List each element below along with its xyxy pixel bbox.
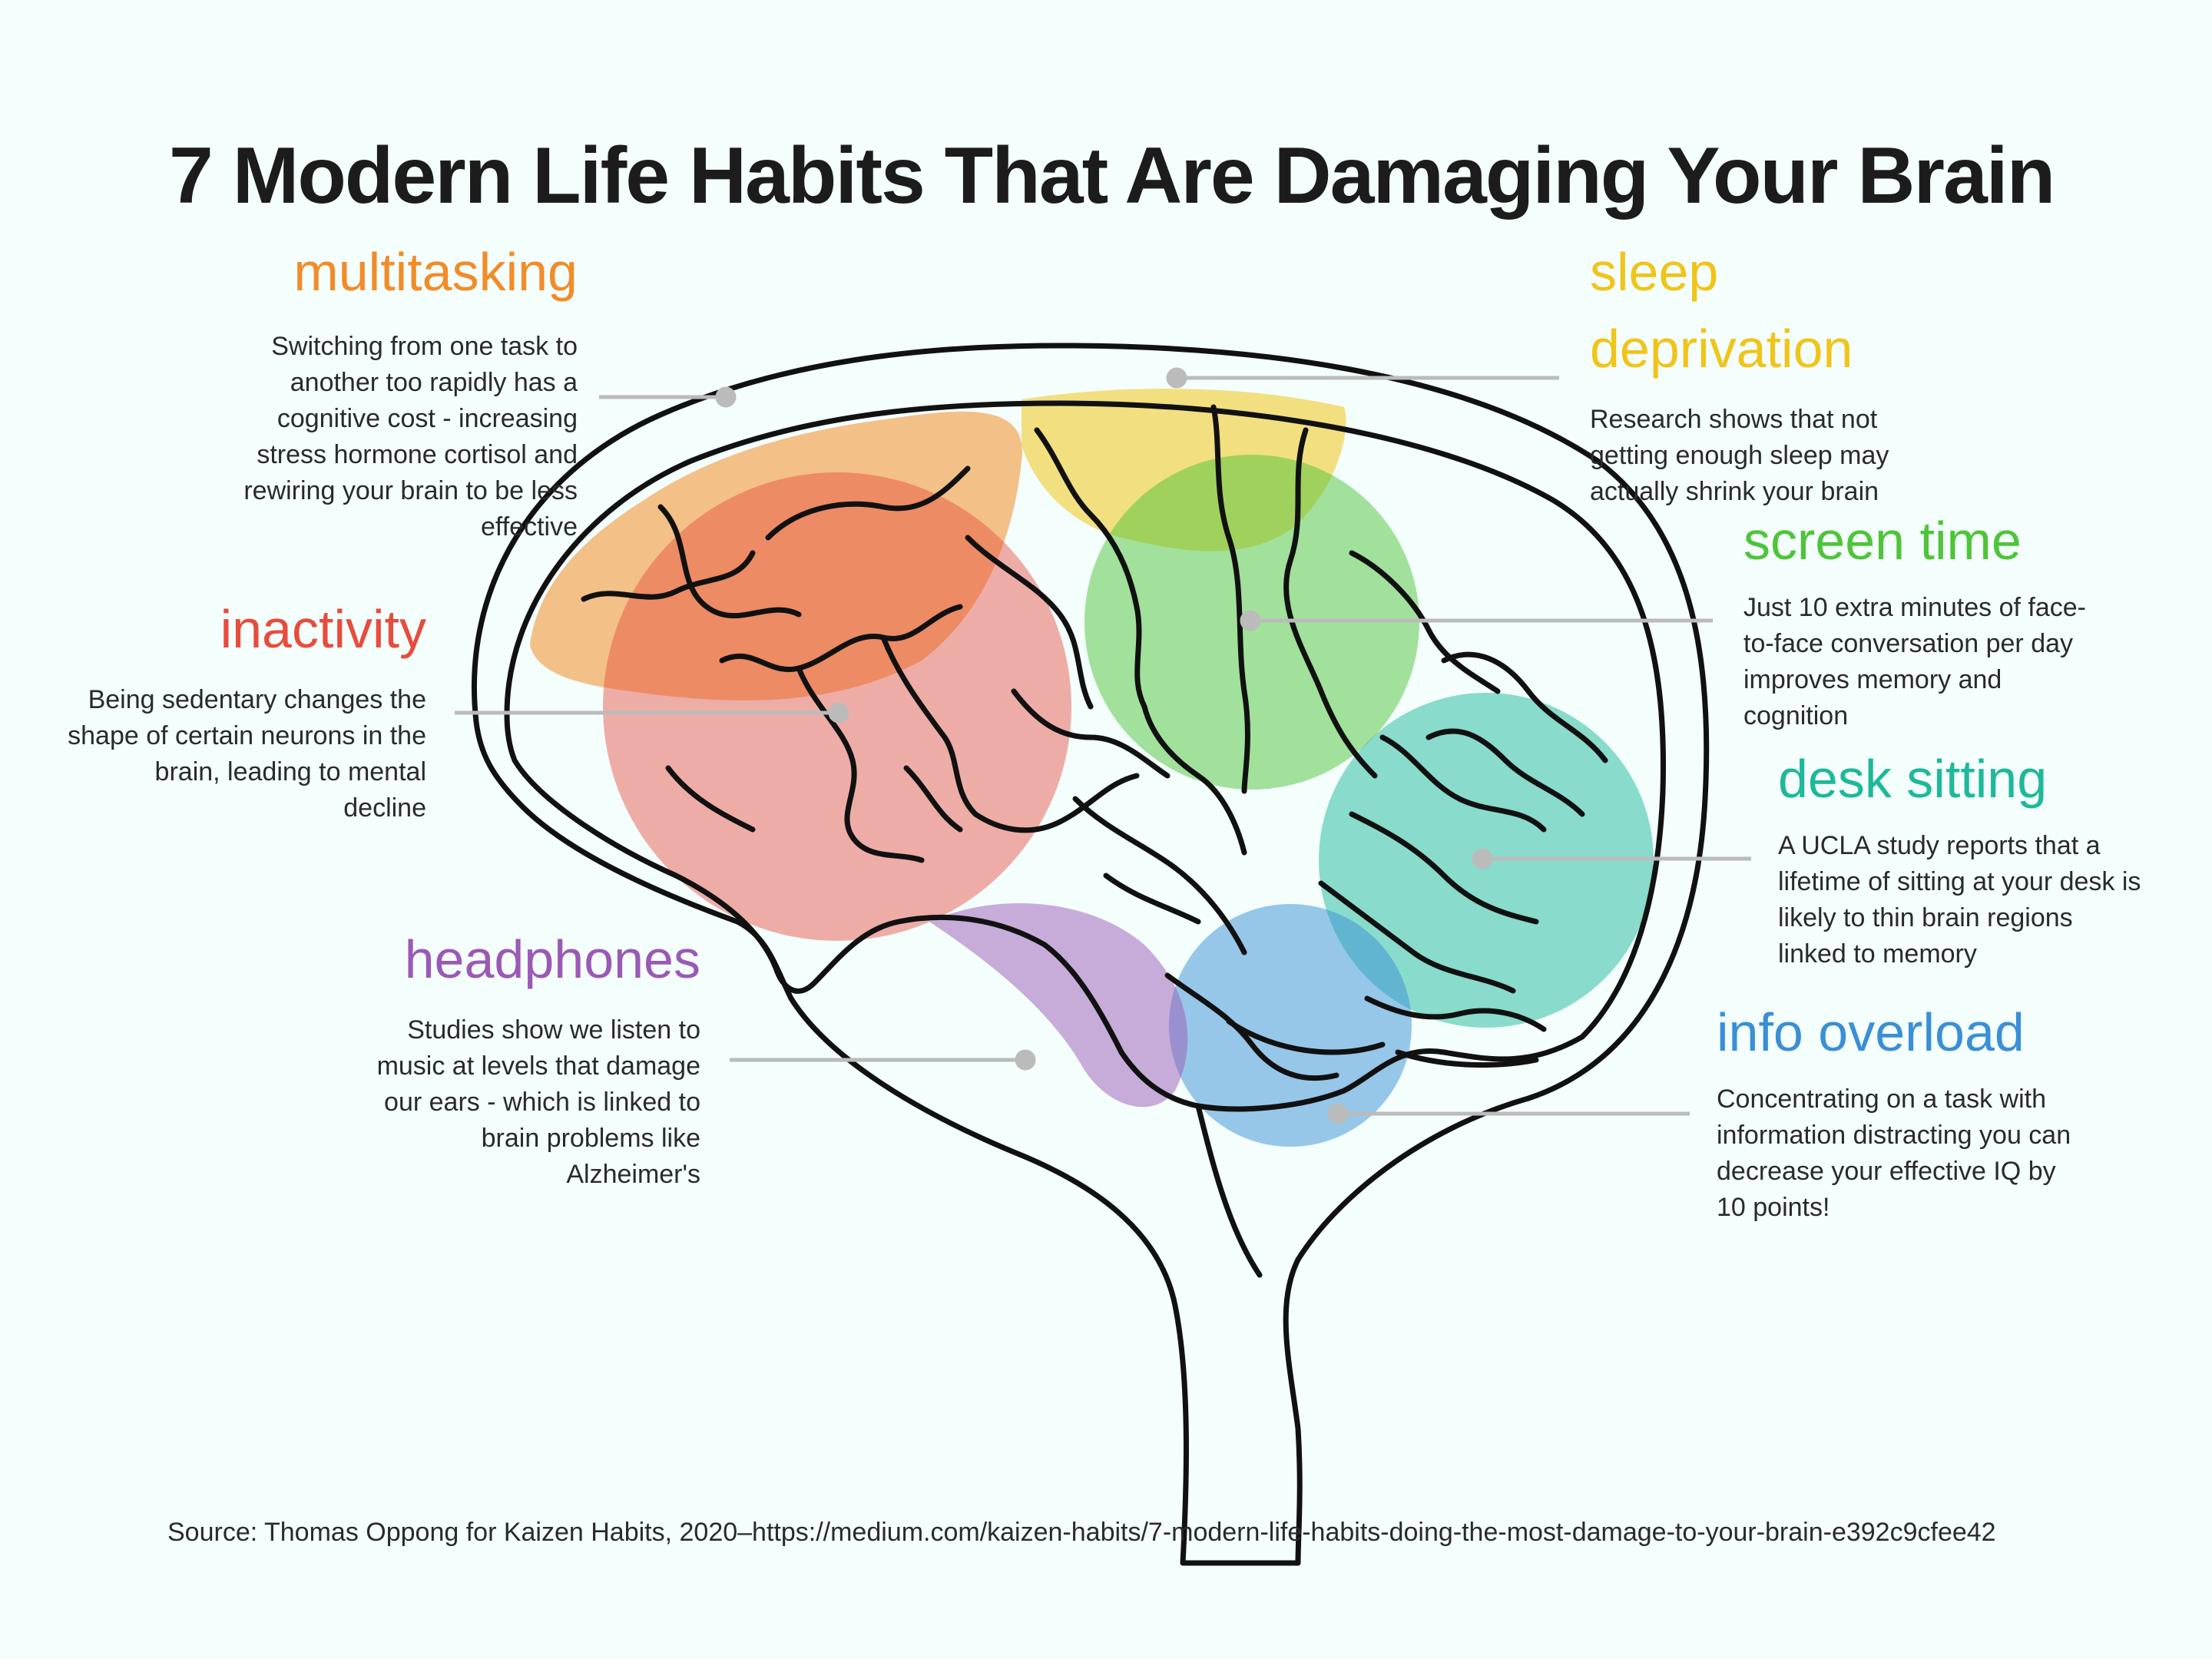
screen-time-dot xyxy=(1240,610,1261,631)
info-overload-desc: Concentrating on a task with information… xyxy=(1717,1084,2071,1222)
headphones-region xyxy=(929,903,1188,1108)
desk-sitting-label: desk sitting xyxy=(1778,749,2048,809)
desk-sitting-desc: A UCLA study reports that a lifetime of … xyxy=(1778,831,2141,969)
multitasking-desc: Switching from one task to another too r… xyxy=(243,332,578,541)
page-title: 7 Modern Life Habits That Are Damaging Y… xyxy=(169,131,2055,220)
info-overload-dot xyxy=(1327,1103,1349,1124)
inactivity-dot xyxy=(828,702,849,724)
headphones-desc: Studies show we listen to music at level… xyxy=(376,1015,700,1189)
inactivity-label: inactivity xyxy=(220,599,426,659)
info-overload-region xyxy=(1169,904,1412,1147)
source-citation: Source: Thomas Oppong for Kaizen Habits,… xyxy=(167,1518,1996,1547)
multitasking-dot xyxy=(715,386,737,408)
sleep-dot xyxy=(1166,367,1187,389)
multitasking-region xyxy=(530,411,1022,700)
inactivity-desc: Being sedentary changes the shape of cer… xyxy=(68,685,426,823)
multitasking-label: multitasking xyxy=(293,242,578,302)
info-overload-label: info overload xyxy=(1717,1002,2025,1062)
sleep-desc: Research shows that not getting enough s… xyxy=(1590,405,1889,506)
sleep-label-line2: deprivation xyxy=(1590,319,1853,379)
headphones-label: headphones xyxy=(404,929,700,989)
desk-sitting-dot xyxy=(1472,848,1493,869)
brain-outline xyxy=(471,343,1710,1566)
connector-lines xyxy=(455,367,1751,1124)
sleep-label-line1: sleep xyxy=(1590,242,1719,302)
screen-time-label: screen time xyxy=(1743,511,2022,571)
headphones-dot xyxy=(1015,1049,1036,1071)
screen-time-desc: Just 10 extra minutes of face-to-face co… xyxy=(1743,593,2086,730)
